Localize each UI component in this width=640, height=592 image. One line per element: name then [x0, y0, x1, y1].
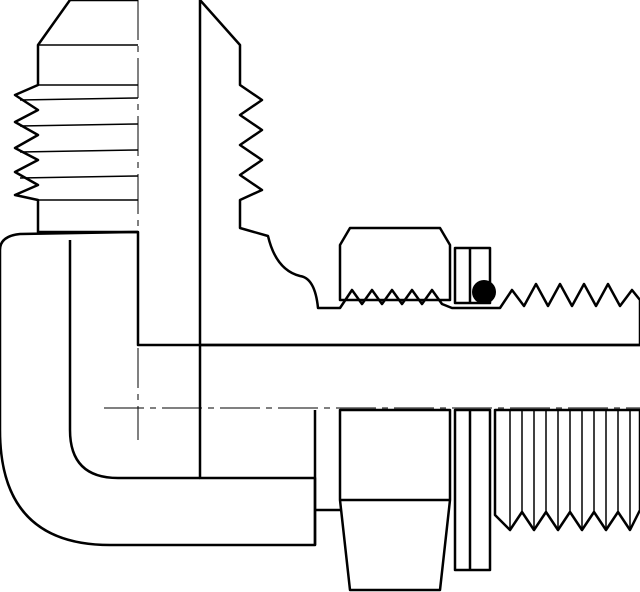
- elbow-bore: [68, 240, 200, 480]
- top-nut: [13, 0, 138, 234]
- lower-washer: [453, 408, 492, 572]
- upper-nut-section: [338, 226, 452, 302]
- washer-section: [453, 246, 492, 305]
- lower-thread-lines: [509, 410, 631, 530]
- lower-thread: [493, 408, 640, 532]
- top-threads: [19, 44, 139, 201]
- body-section-hatched: [198, 0, 640, 347]
- o-ring: [472, 280, 496, 304]
- elbow-body: [0, 230, 317, 547]
